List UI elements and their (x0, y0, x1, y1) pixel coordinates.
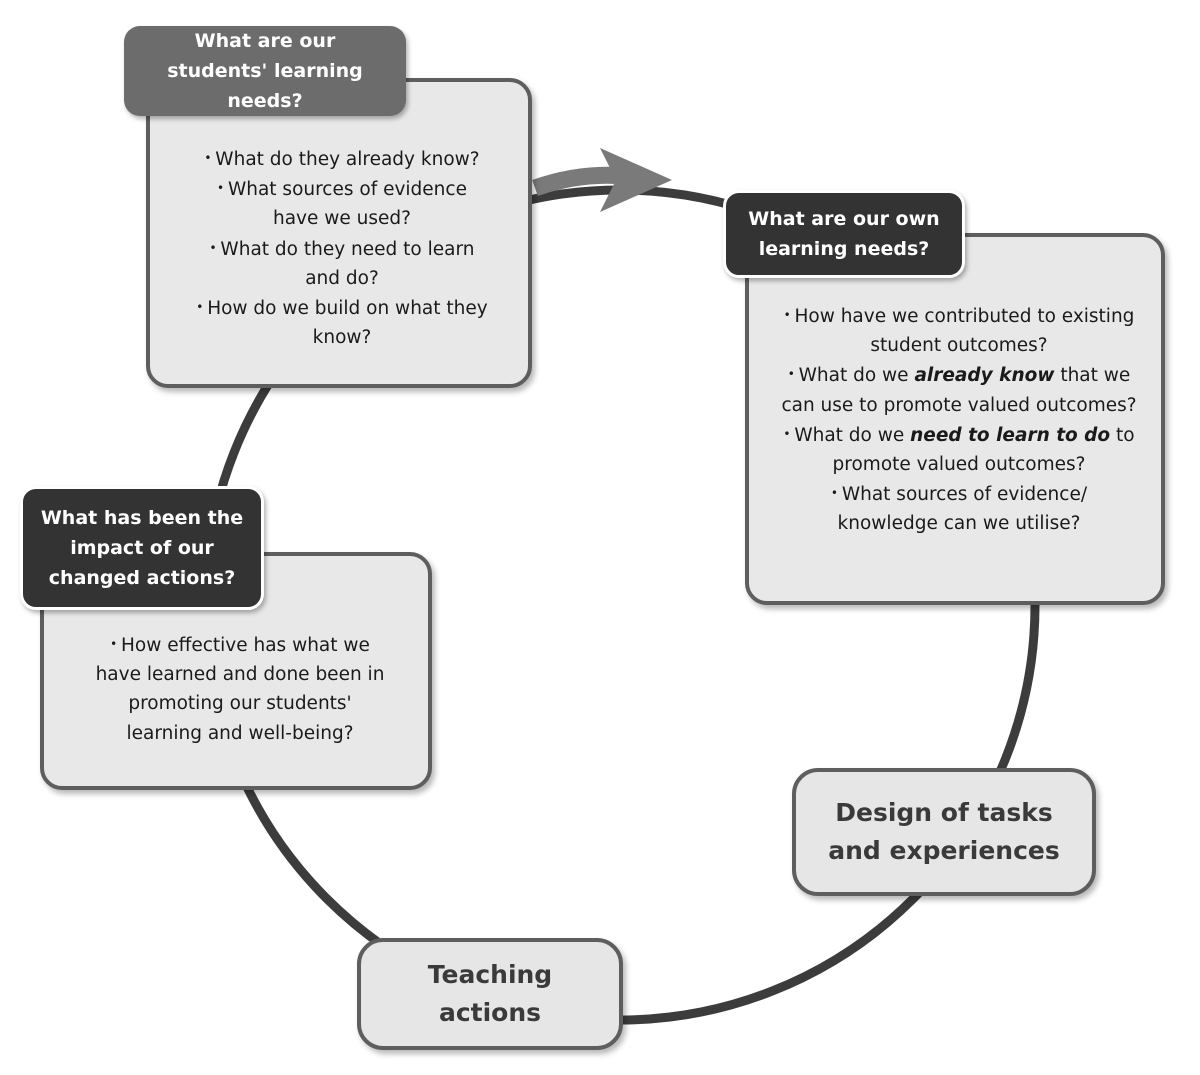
own-needs-bullet-text: What sources of evidence/ knowledge can … (837, 484, 1088, 535)
emphasis-text: need to learn to do (910, 424, 1111, 446)
impact-bullets: How effective has what we have learned a… (90, 630, 390, 748)
own-needs-heading: What are our own learning needs? (723, 190, 965, 278)
impact-heading: What has been the impact of our changed … (20, 486, 264, 610)
own-needs-bullet: What sources of evidence/ knowledge can … (779, 479, 1139, 538)
own-needs-box: How have we contributed to existing stud… (745, 233, 1165, 605)
own-needs-bullet-text: What do we (798, 365, 915, 387)
own-needs-bullet-text: that we can use to promote valued outcom… (781, 365, 1137, 416)
students-needs-bullet: How do we build on what they know? (192, 293, 492, 352)
teaching-actions-label: Teaching actions (427, 960, 553, 1027)
students-needs-bullet: What do they need to learn and do? (192, 234, 492, 293)
design-tasks-node: Design of tasks and experiences (792, 768, 1096, 896)
own-needs-heading-text: What are our own learning needs? (748, 208, 940, 260)
own-needs-bullet: What do we already know that we can use … (779, 360, 1139, 419)
own-needs-bullet: How have we contributed to existing stud… (779, 301, 1139, 360)
teaching-actions-node: Teaching actions (357, 938, 623, 1050)
students-needs-box: What do they already know? What sources … (146, 78, 532, 388)
design-tasks-label: Design of tasks and experiences (828, 798, 1060, 865)
own-needs-bullet-text: to promote valued outcomes? (832, 424, 1135, 476)
own-needs-bullet: What do we need to learn to do to promot… (779, 420, 1139, 479)
students-needs-bullet: What sources of evidence have we used? (192, 174, 492, 233)
own-needs-bullet-text: How have we contributed to existing stud… (794, 306, 1135, 357)
own-needs-bullet-text: What do we (794, 424, 911, 446)
students-needs-bullets: What do they already know? What sources … (192, 144, 492, 352)
students-needs-bullet: What do they already know? (192, 144, 492, 174)
students-needs-heading-text: What are our students' learning needs? (167, 30, 363, 112)
own-needs-bullets: How have we contributed to existing stud… (779, 301, 1139, 539)
students-needs-heading: What are our students' learning needs? (124, 26, 406, 116)
impact-bullet: How effective has what we have learned a… (90, 630, 390, 748)
emphasis-text: already know (914, 365, 1055, 387)
impact-heading-text: What has been the impact of our changed … (40, 507, 244, 589)
cycle-arrow-head (600, 148, 672, 212)
